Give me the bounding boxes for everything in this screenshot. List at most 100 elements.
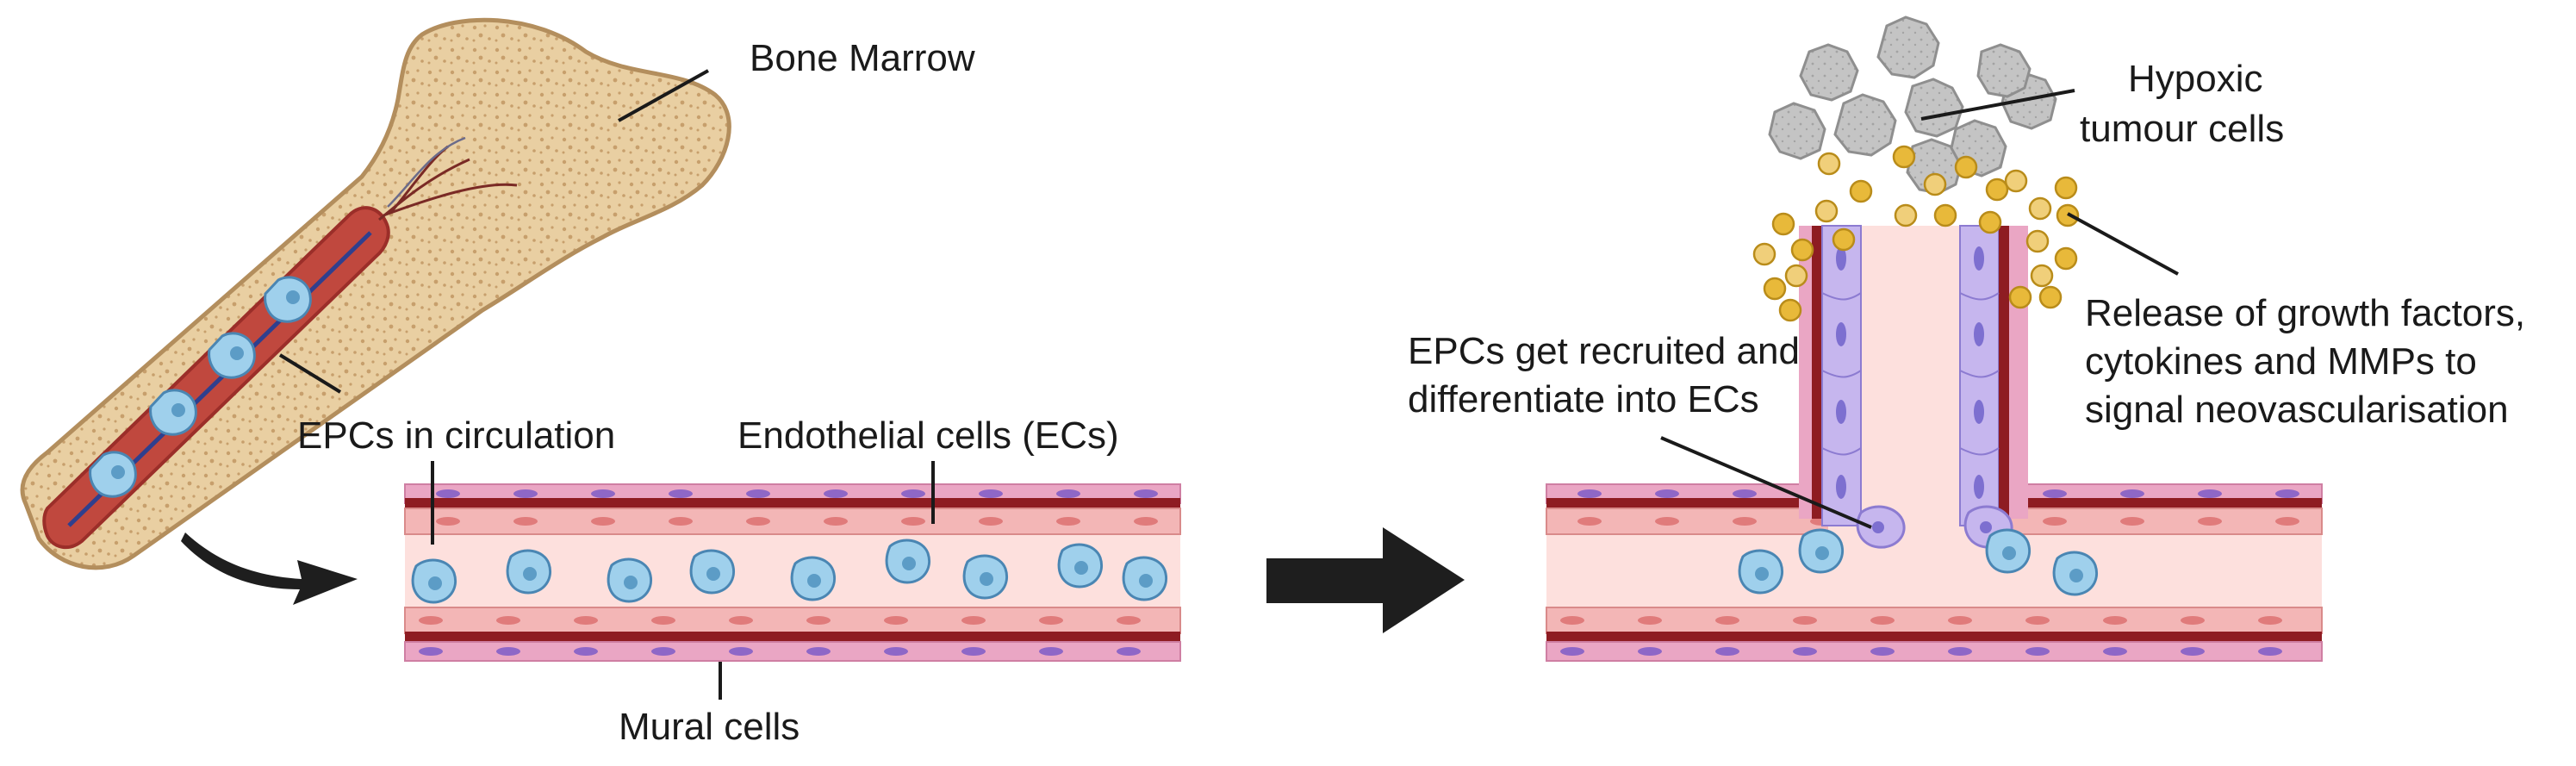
- vessel-cell-nucleus: [1134, 489, 1158, 498]
- bone-marrow-leader: [618, 69, 709, 122]
- vessel-cell-nucleus: [1948, 647, 1972, 656]
- bone-illustration: [20, 17, 731, 570]
- vessel-cell-nucleus: [1638, 616, 1662, 625]
- vessel-cell-nucleus: [901, 517, 925, 526]
- vessel-cell-nucleus: [574, 647, 598, 656]
- circulating-epc: [885, 539, 930, 584]
- vessel-cell-nucleus: [496, 616, 520, 625]
- progression-arrow: [1266, 527, 1465, 633]
- vessel-cell-nucleus: [436, 517, 460, 526]
- circulating-epc: [1798, 528, 1844, 574]
- bone-shape: [20, 17, 731, 570]
- vessel-cell-nucleus: [2120, 489, 2144, 498]
- vessel-cell-nucleus: [2198, 517, 2222, 526]
- vessel-cell-nucleus: [884, 616, 908, 625]
- growth-leader: [2067, 212, 2179, 276]
- vessel-cell-nucleus: [513, 517, 538, 526]
- bone-marrow-label: Bone Marrow: [750, 37, 975, 79]
- vessel-cell-nucleus: [2198, 489, 2222, 498]
- vessel-cell-nucleus: [496, 647, 520, 656]
- vessel-cell-nucleus: [1948, 616, 1972, 625]
- vessel-cell-nucleus: [1560, 647, 1584, 656]
- bone-epc: [149, 389, 197, 436]
- vessel-cell-nucleus: [1733, 517, 1757, 526]
- vessel-cell-nucleus: [729, 616, 753, 625]
- vessel-cell-nucleus: [1056, 489, 1080, 498]
- vessel-cell-nucleus: [1039, 616, 1063, 625]
- vessel-cell-nucleus: [1039, 647, 1063, 656]
- vessel-cell-nucleus: [1733, 489, 1757, 498]
- vessel-cell-nucleus: [669, 489, 693, 498]
- vessel-cell-nucleus: [961, 647, 986, 656]
- circulating-epc: [1985, 528, 2031, 574]
- vessel-cell-nucleus: [591, 517, 615, 526]
- circulating-epc: [607, 557, 652, 603]
- vessel-cell-nucleus: [419, 616, 443, 625]
- vessel-cell-nucleus: [2043, 517, 2067, 526]
- circulating-epc: [1122, 556, 1167, 601]
- vessel-cell-nucleus: [1134, 517, 1158, 526]
- vessel-cell-nucleus: [806, 647, 831, 656]
- circulating-epc: [1057, 543, 1103, 589]
- vessel-cell-nucleus: [2258, 647, 2282, 656]
- recruited-ec: [1856, 505, 1906, 549]
- vessel-cell-nucleus: [1715, 647, 1739, 656]
- epcs-circulation-label: EPCs in circulation: [297, 414, 615, 457]
- vessel-cell-nucleus: [651, 616, 675, 625]
- bone-epc: [208, 332, 256, 379]
- vessel-cell-nucleus: [2025, 647, 2050, 656]
- recruit-leader: [1660, 436, 1872, 529]
- recruit-label-line2: differentiate into ECs: [1408, 378, 1759, 420]
- vessel-cell-nucleus: [746, 517, 770, 526]
- circulating-epc: [962, 554, 1008, 600]
- vessel-cell-nucleus: [1870, 647, 1895, 656]
- vessel-sprout: [1799, 225, 2028, 549]
- hypoxic-label-line1: Hypoxic: [2128, 58, 2263, 100]
- circulating-epc: [2052, 551, 2098, 596]
- vessel-cell-nucleus: [979, 489, 1003, 498]
- vessel-cell-nucleus: [1560, 616, 1584, 625]
- growth-label-line2: cytokines and MMPs to: [2085, 340, 2477, 383]
- vessel-right: [1546, 483, 2323, 662]
- vessel-cell-nucleus: [2043, 489, 2067, 498]
- hypoxic-label-line2: tumour cells: [2080, 108, 2284, 150]
- recruit-label-line1: EPCs get recruited and: [1408, 330, 1800, 372]
- vessel-cell-nucleus: [2120, 517, 2144, 526]
- bone-epc: [89, 451, 137, 498]
- vessel-cell-nucleus: [1056, 517, 1080, 526]
- vessel-cell-nucleus: [1715, 616, 1739, 625]
- vessel-cell-nucleus: [2275, 489, 2299, 498]
- vessel-cell-nucleus: [901, 489, 925, 498]
- vessel-cell-nucleus: [1577, 517, 1602, 526]
- vessel-cell-nucleus: [2275, 517, 2299, 526]
- epcs-circulation-leader: [278, 353, 342, 394]
- vessel-cell-nucleus: [961, 616, 986, 625]
- circulating-epc: [689, 549, 735, 595]
- vessel-cell-nucleus: [419, 647, 443, 656]
- growth-label-line3: signal neovascularisation: [2085, 389, 2509, 431]
- vessel-cell-nucleus: [2025, 616, 2050, 625]
- mural-cells-label: Mural cells: [619, 706, 800, 748]
- vessel-cell-nucleus: [2103, 616, 2127, 625]
- vessel-cell-nucleus: [669, 517, 693, 526]
- hypoxic-leader: [1920, 89, 2075, 121]
- vessel-cell-nucleus: [1793, 647, 1817, 656]
- vessel-cell-nucleus: [1870, 616, 1895, 625]
- vessel-cell-nucleus: [1638, 647, 1662, 656]
- bone-nerve: [387, 136, 466, 208]
- bone-epc: [264, 276, 312, 323]
- growth-factors: [1752, 145, 2080, 322]
- vessel-cell-nucleus: [2103, 647, 2127, 656]
- circulating-epc: [411, 558, 457, 604]
- vessel-cell-nucleus: [2258, 616, 2282, 625]
- vessel-cell-nucleus: [1117, 616, 1141, 625]
- vessel-cell-nucleus: [979, 517, 1003, 526]
- circulating-epc: [1738, 549, 1783, 595]
- vessel-cell-nucleus: [1655, 489, 1679, 498]
- growth-label-line1: Release of growth factors,: [2085, 292, 2525, 334]
- vessel-cell-nucleus: [746, 489, 770, 498]
- circulating-epc: [790, 556, 836, 601]
- tumour-cluster: [1768, 16, 2057, 195]
- vessel-cell-nucleus: [884, 647, 908, 656]
